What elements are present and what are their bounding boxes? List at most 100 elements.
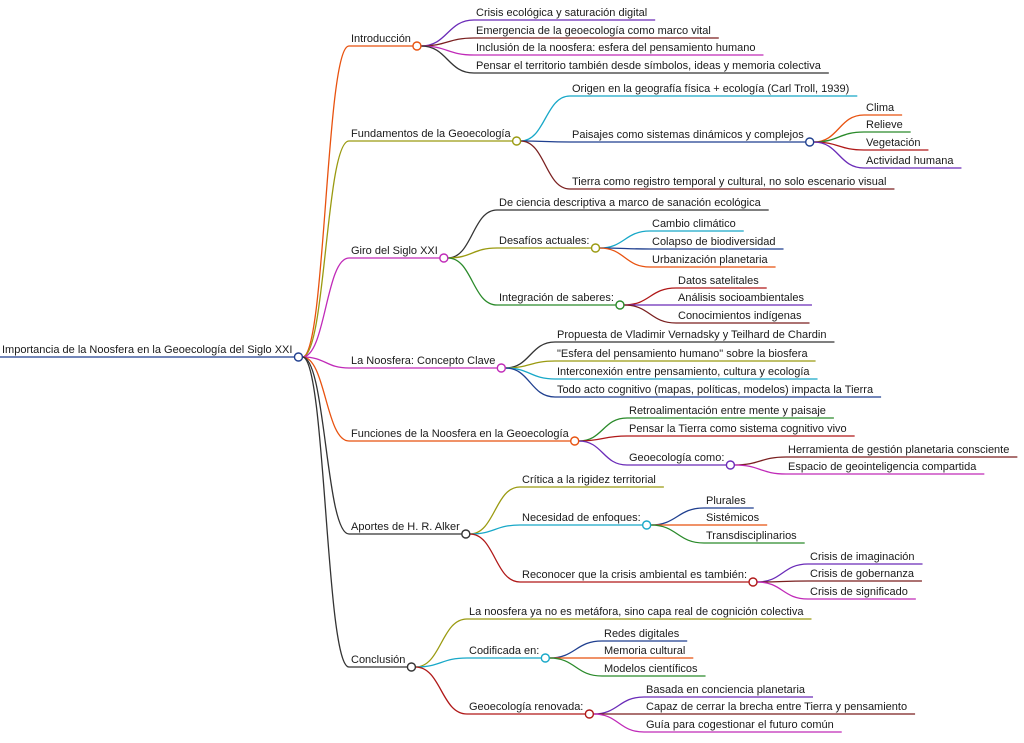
leaf-node[interactable]: Modelos científicos [604,663,698,675]
branch-connector [302,356,350,369]
subtopic-node[interactable]: Todo acto cognitivo (mapas, políticas, m… [557,384,874,396]
subtopic-node[interactable]: Paisajes como sistemas dinámicos y compl… [572,129,804,141]
leaf-node[interactable]: Actividad humana [866,155,954,167]
leaf-connector [734,456,787,466]
subtopic-collapse-toggle[interactable] [805,137,815,147]
leaf-node[interactable]: Análisis socioambientales [678,292,804,304]
leaf-node[interactable]: Capaz de cerrar la brecha entre Tierra y… [646,701,907,713]
leaf-node[interactable]: Transdisciplinarios [706,530,797,542]
branch-node[interactable]: La Noosfera: Concepto Clave [351,355,495,367]
subtopic-node[interactable]: Geoecología renovada: [469,701,583,713]
branch-connector [302,356,350,668]
subtopic-node[interactable]: Codificada en: [469,645,539,657]
leaf-node[interactable]: Cambio climático [652,218,736,230]
leaf-node[interactable]: Clima [866,102,895,114]
subtopic-connector [578,435,628,442]
subtopic-connector [447,209,498,259]
subtopic-node[interactable]: Origen en la geografía física + ecología… [572,83,849,95]
leaf-node[interactable]: Relieve [866,119,903,131]
leaf-connector [593,696,645,715]
subtopic-node[interactable]: Desafíos actuales: [499,235,590,247]
branch-collapse-toggle[interactable] [496,363,507,373]
subtopic-node[interactable]: Propuesta de Vladimir Vernadsky y Teilha… [557,329,826,341]
subtopic-collapse-toggle[interactable] [615,300,625,310]
leaf-node[interactable]: Crisis de gobernanza [810,568,915,580]
branch-collapse-toggle[interactable] [412,41,422,51]
subtopic-connector [520,140,571,190]
branch-node[interactable]: Aportes de H. R. Alker [351,521,460,533]
subtopic-node[interactable]: Integración de saberes: [499,292,614,304]
subtopic-node[interactable]: Tierra como registro temporal y cultural… [572,176,886,188]
branch-collapse-toggle[interactable] [461,529,471,539]
branch-collapse-toggle[interactable] [570,436,580,446]
leaf-connector [650,524,705,544]
leaf-node[interactable]: Herramienta de gestión planetaria consci… [788,444,1009,456]
leaf-node[interactable]: Colapso de biodiversidad [652,236,776,248]
subtopic-connector [415,657,468,668]
subtopic-node[interactable]: Reconocer que la crisis ambiental es tam… [522,569,747,581]
branch-node[interactable]: Giro del Siglo XXI [351,245,438,257]
leaf-node[interactable]: Sistémicos [706,512,760,524]
leaf-connector [757,581,809,600]
subtopic-connector [520,95,571,142]
leaf-connector [623,304,677,324]
subtopic-node[interactable]: Crítica a la rigidez territorial [522,474,656,486]
leaf-node[interactable]: Conocimientos indígenas [678,310,802,322]
branch-collapse-toggle[interactable] [406,662,417,672]
subtopic-node[interactable]: "Esfera del pensamiento humano" sobre la… [557,348,808,360]
leaf-connector [549,640,603,659]
leaf-connector [650,507,705,526]
leaf-node[interactable]: Urbanización planetaria [652,254,768,266]
subtopic-node[interactable]: Geoecología como: [629,452,724,464]
subtopic-connector [447,257,498,306]
subtopic-connector [469,486,521,535]
subtopic-node[interactable]: Retroalimentación entre mente y paisaje [629,405,826,417]
leaf-node[interactable]: Basada en conciencia planetaria [646,684,806,696]
subtopic-collapse-toggle[interactable] [748,577,758,587]
root-node[interactable]: Importancia de la Noosfera en la Geoecol… [2,344,292,356]
branch-collapse-toggle[interactable] [511,136,522,146]
branch-connector [302,257,350,358]
branch-node[interactable]: Conclusión [351,654,405,666]
subtopic-collapse-toggle[interactable] [590,243,601,253]
leaf-connector [593,713,645,733]
leaf-connector [813,114,865,143]
subtopic-collapse-toggle[interactable] [584,709,595,719]
leaf-connector [813,141,865,169]
branch-connector [302,45,350,358]
leaf-node[interactable]: Espacio de geointeligencia compartida [788,461,977,473]
branch-node[interactable]: Funciones de la Noosfera en la Geoecolog… [351,428,570,440]
subtopic-collapse-toggle[interactable] [540,653,551,663]
subtopic-connector [469,533,521,583]
leaf-node[interactable]: Redes digitales [604,628,680,640]
leaf-node[interactable]: Crisis de imaginación [810,551,915,563]
subtopic-node[interactable]: Interconexión entre pensamiento, cultura… [557,366,810,378]
leaf-node[interactable]: Crisis de significado [810,586,908,598]
subtopic-collapse-toggle[interactable] [725,460,736,470]
root-collapse-toggle[interactable] [293,352,304,362]
subtopic-node[interactable]: Necesidad de enfoques: [522,512,641,524]
branch-node[interactable]: Introducción [351,33,411,45]
subtopic-node[interactable]: Emergencia de la geoecología como marco … [476,25,711,37]
subtopic-node[interactable]: Pensar la Tierra como sistema cognitivo … [629,423,847,435]
subtopic-connector [505,367,556,398]
subtopic-node[interactable]: La noosfera ya no es metáfora, sino capa… [469,606,804,618]
branch-node[interactable]: Fundamentos de la Geoecología [351,128,511,140]
subtopic-connector [415,618,468,668]
subtopic-node[interactable]: Crisis ecológica y saturación digital [476,7,647,19]
leaf-node[interactable]: Memoria cultural [604,645,685,657]
leaf-node[interactable]: Datos satelitales [678,275,759,287]
subtopic-connector [420,45,475,74]
leaf-node[interactable]: Plurales [706,495,746,507]
leaf-node[interactable]: Vegetación [866,137,920,149]
subtopic-node[interactable]: Inclusión de la noosfera: esfera del pen… [476,42,755,54]
subtopic-node[interactable]: Pensar el territorio también desde símbo… [476,60,822,72]
subtopic-connector [469,524,521,535]
subtopic-node[interactable]: De ciencia descriptiva a marco de sanaci… [499,197,762,209]
leaf-connector [599,230,651,249]
subtopic-collapse-toggle[interactable] [641,520,652,530]
subtopic-connector [578,440,628,466]
leaf-node[interactable]: Guía para cogestionar el futuro común [646,719,834,731]
branch-collapse-toggle[interactable] [439,253,449,263]
